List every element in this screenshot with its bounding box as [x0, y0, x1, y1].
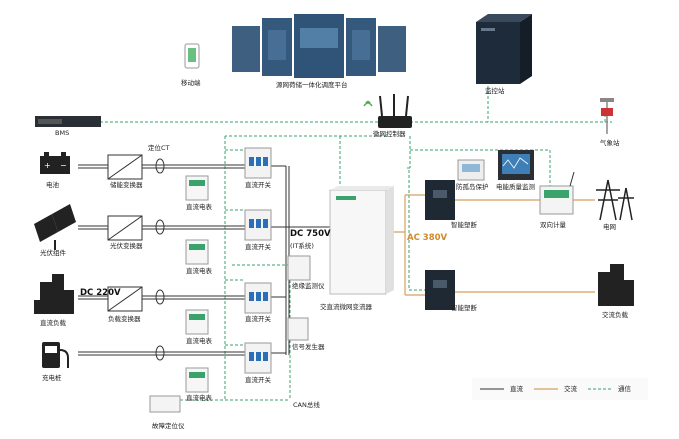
bms-rack-icon — [35, 116, 101, 127]
server-tower-icon — [476, 14, 532, 84]
dc-switch-label-2: 直流开关 — [245, 243, 271, 251]
converter-cabinet-label: 交直流微网变流器 — [320, 303, 372, 311]
ct-ring-icon — [155, 158, 165, 361]
dc220-label: DC 220V — [80, 288, 121, 298]
charging-pile-label: 充电桩 — [42, 374, 62, 382]
signal-generator-label: 信号发生器 — [292, 343, 325, 351]
smart-breaker-label-2: 智能塑断 — [451, 304, 477, 312]
bidirectional-meter-icon — [539, 171, 575, 215]
svg-text:+: + — [44, 161, 51, 170]
dc-switch-label-3: 直流开关 — [245, 315, 271, 323]
weather-station-label: 气象站 — [600, 139, 620, 147]
pv-module-label: 光伏组件 — [40, 249, 66, 257]
storage-converter-label: 储能变换器 — [110, 181, 143, 189]
switch-handle-icon — [249, 157, 268, 361]
pv-converter-label: 光伏变换器 — [110, 242, 143, 250]
ac380-label: AC 380V — [407, 233, 448, 243]
platform-label: 源网荷储一体化调度平台 — [276, 81, 348, 89]
bidir-meter-label: 双向计量 — [540, 221, 566, 229]
can-bus-label: CAN总线 — [293, 401, 320, 409]
mobile-label: 移动端 — [181, 79, 201, 87]
gateway-label: 微网控制器 — [373, 130, 406, 138]
svg-text:−: − — [60, 161, 67, 170]
dashboard-screens-icon — [232, 14, 406, 78]
bms-label: BMS — [55, 129, 70, 137]
monitor-station-label: 监控站 — [485, 87, 505, 95]
smart-breaker-label-1: 智能塑断 — [451, 221, 477, 229]
gateway-router-icon — [363, 94, 412, 128]
it-system-label: (IT系统) — [290, 242, 314, 250]
ac-load-label: 交流负载 — [602, 311, 628, 319]
ac-load-building-icon — [598, 264, 634, 306]
dc750-label: DC 750V — [290, 229, 331, 239]
weather-station-icon — [600, 98, 614, 134]
dc-meter-label-3: 直流电表 — [186, 337, 212, 345]
dc-switch-label-4: 直流开关 — [245, 376, 271, 384]
legend — [472, 378, 648, 400]
load-converter-label: 负载变换器 — [108, 315, 141, 323]
protection-device-icon — [457, 150, 534, 181]
monitor-device-icon — [149, 255, 311, 413]
insulation-monitor-label: 绝缘监测仪 — [292, 282, 325, 290]
dc-switch-label-1: 直流开关 — [245, 181, 271, 189]
fault-locator-label: 故障定位仪 — [152, 422, 185, 430]
anti-islanding-label: 防孤岛保护 — [456, 183, 489, 191]
power-grid-tower-icon — [596, 179, 634, 221]
dc-meter-label-1: 直流电表 — [186, 203, 212, 211]
mobile-phone-icon — [184, 43, 200, 69]
legend-comm-label: 通信 — [618, 385, 631, 393]
dc-load-label: 直流负载 — [40, 319, 66, 327]
dc-lines — [78, 164, 330, 356]
converter-box-icon — [107, 154, 143, 312]
locate-ct-label: 定位CT — [148, 144, 170, 152]
charging-pile-icon — [42, 342, 69, 368]
battery-label: 电池 — [46, 181, 59, 189]
legend-dc-label: 直流 — [510, 385, 523, 393]
legend-ac-label: 交流 — [564, 385, 577, 393]
dc-load-building-icon — [34, 274, 74, 314]
smart-breaker-icon — [425, 180, 455, 310]
dc-meter-label-4: 直流电表 — [186, 394, 212, 402]
ac-lines — [386, 194, 595, 296]
meter-display-icon — [189, 180, 205, 378]
dc-meter-label-2: 直流电表 — [186, 267, 212, 275]
power-quality-label: 电能质量监测 — [496, 183, 535, 191]
grid-label: 电网 — [603, 223, 616, 231]
battery-icon: + − — [40, 152, 70, 174]
solar-panel-icon — [34, 204, 76, 250]
converter-cabinet-icon — [329, 186, 394, 295]
